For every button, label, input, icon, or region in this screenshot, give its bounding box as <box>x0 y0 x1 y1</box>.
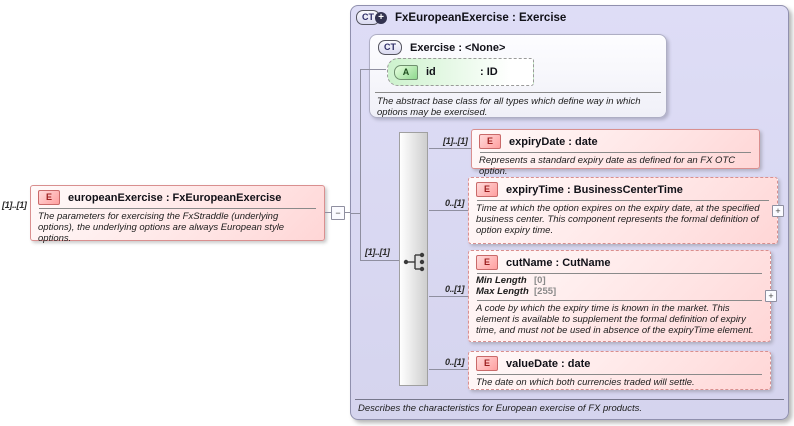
element-annotation: The parameters for exercising the FxStra… <box>38 211 285 244</box>
base-type-Exercise[interactable]: CT Exercise : <None> A id : ID The abstr… <box>369 34 667 118</box>
sequence-compositor[interactable] <box>399 132 428 386</box>
attribute-type: : ID <box>480 66 498 78</box>
complex-type-title: FxEuropeanExercise : Exercise <box>395 11 567 24</box>
collapse-button[interactable]: − <box>331 206 345 220</box>
base-type-header: CT Exercise : <None> <box>378 40 505 55</box>
connector-line <box>351 213 360 214</box>
sequence-icon <box>403 252 425 272</box>
attribute-name: id <box>426 66 436 78</box>
cardinality-expiryTime: 0..[1] <box>445 198 465 208</box>
divider <box>477 200 769 201</box>
element-title: valueDate : date <box>506 357 591 370</box>
connector-line <box>360 260 399 261</box>
divider <box>375 92 661 93</box>
element-annotation: Time at which the option expires on the … <box>476 203 760 236</box>
base-type-title: Exercise : <None> <box>410 41 506 54</box>
connector-line <box>429 296 468 297</box>
extension-plus-icon: + <box>375 11 387 24</box>
connector-line <box>325 212 331 213</box>
divider <box>477 374 762 375</box>
element-annotation: Represents a standard expiry date as def… <box>479 155 736 177</box>
element-annotation: A code by which the expiry time is known… <box>476 303 754 336</box>
complex-type-icon: CT <box>356 10 380 25</box>
connector-line <box>429 210 468 211</box>
element-annotation: The date on which both currencies traded… <box>476 377 695 388</box>
element-icon: E <box>476 182 498 197</box>
cardinality-sequence: [1]..[1] <box>365 247 390 257</box>
divider <box>355 399 784 400</box>
attribute-id[interactable]: A id : ID <box>387 58 534 86</box>
cardinality-cutName: 0..[1] <box>445 284 465 294</box>
element-title: expiryDate : date <box>509 135 598 148</box>
element-title: europeanExercise : FxEuropeanExercise <box>68 191 282 204</box>
cardinality-source: [1]..[1] <box>2 200 27 210</box>
element-valueDate[interactable]: E valueDate : date The date on which bot… <box>468 351 771 390</box>
expand-button-cutName[interactable]: + <box>765 290 777 302</box>
cardinality-expiryDate: [1]..[1] <box>443 136 468 146</box>
divider <box>480 152 751 153</box>
divider <box>477 273 762 274</box>
divider <box>477 300 762 301</box>
element-icon: E <box>476 255 498 270</box>
connector-line <box>429 148 471 149</box>
complex-type-annotation: Describes the characteristics for Europe… <box>358 403 643 414</box>
expand-button-expiryTime[interactable]: + <box>772 205 784 217</box>
cardinality-valueDate: 0..[1] <box>445 357 465 367</box>
connector-line <box>345 212 351 213</box>
facet-min-length: Min Length [0] <box>476 275 546 286</box>
connector-line <box>360 69 386 70</box>
element-title: cutName : CutName <box>506 256 611 269</box>
element-icon: E <box>479 134 501 149</box>
element-europeanExercise[interactable]: E europeanExercise : FxEuropeanExercise … <box>30 185 325 244</box>
complex-type-header: CT + FxEuropeanExercise : Exercise <box>356 10 566 25</box>
attribute-icon: A <box>394 64 418 80</box>
element-icon: E <box>476 356 498 371</box>
element-cutName[interactable]: E cutName : CutName Min Length [0] Max L… <box>468 250 771 342</box>
element-expiryDate[interactable]: E expiryDate : date Represents a standar… <box>471 129 760 177</box>
element-title: expiryTime : BusinessCenterTime <box>506 183 683 196</box>
facet-max-length: Max Length [255] <box>476 285 557 297</box>
connector-line <box>429 369 468 370</box>
complex-type-FxEuropeanExercise[interactable]: CT + FxEuropeanExercise : Exercise CT Ex… <box>350 5 789 420</box>
complex-type-icon: CT <box>378 40 402 55</box>
element-expiryTime[interactable]: E expiryTime : BusinessCenterTime Time a… <box>468 177 778 244</box>
connector-line <box>360 69 361 261</box>
base-type-annotation: The abstract base class for all types wh… <box>377 96 641 118</box>
element-icon: E <box>38 190 60 205</box>
divider <box>39 208 316 209</box>
